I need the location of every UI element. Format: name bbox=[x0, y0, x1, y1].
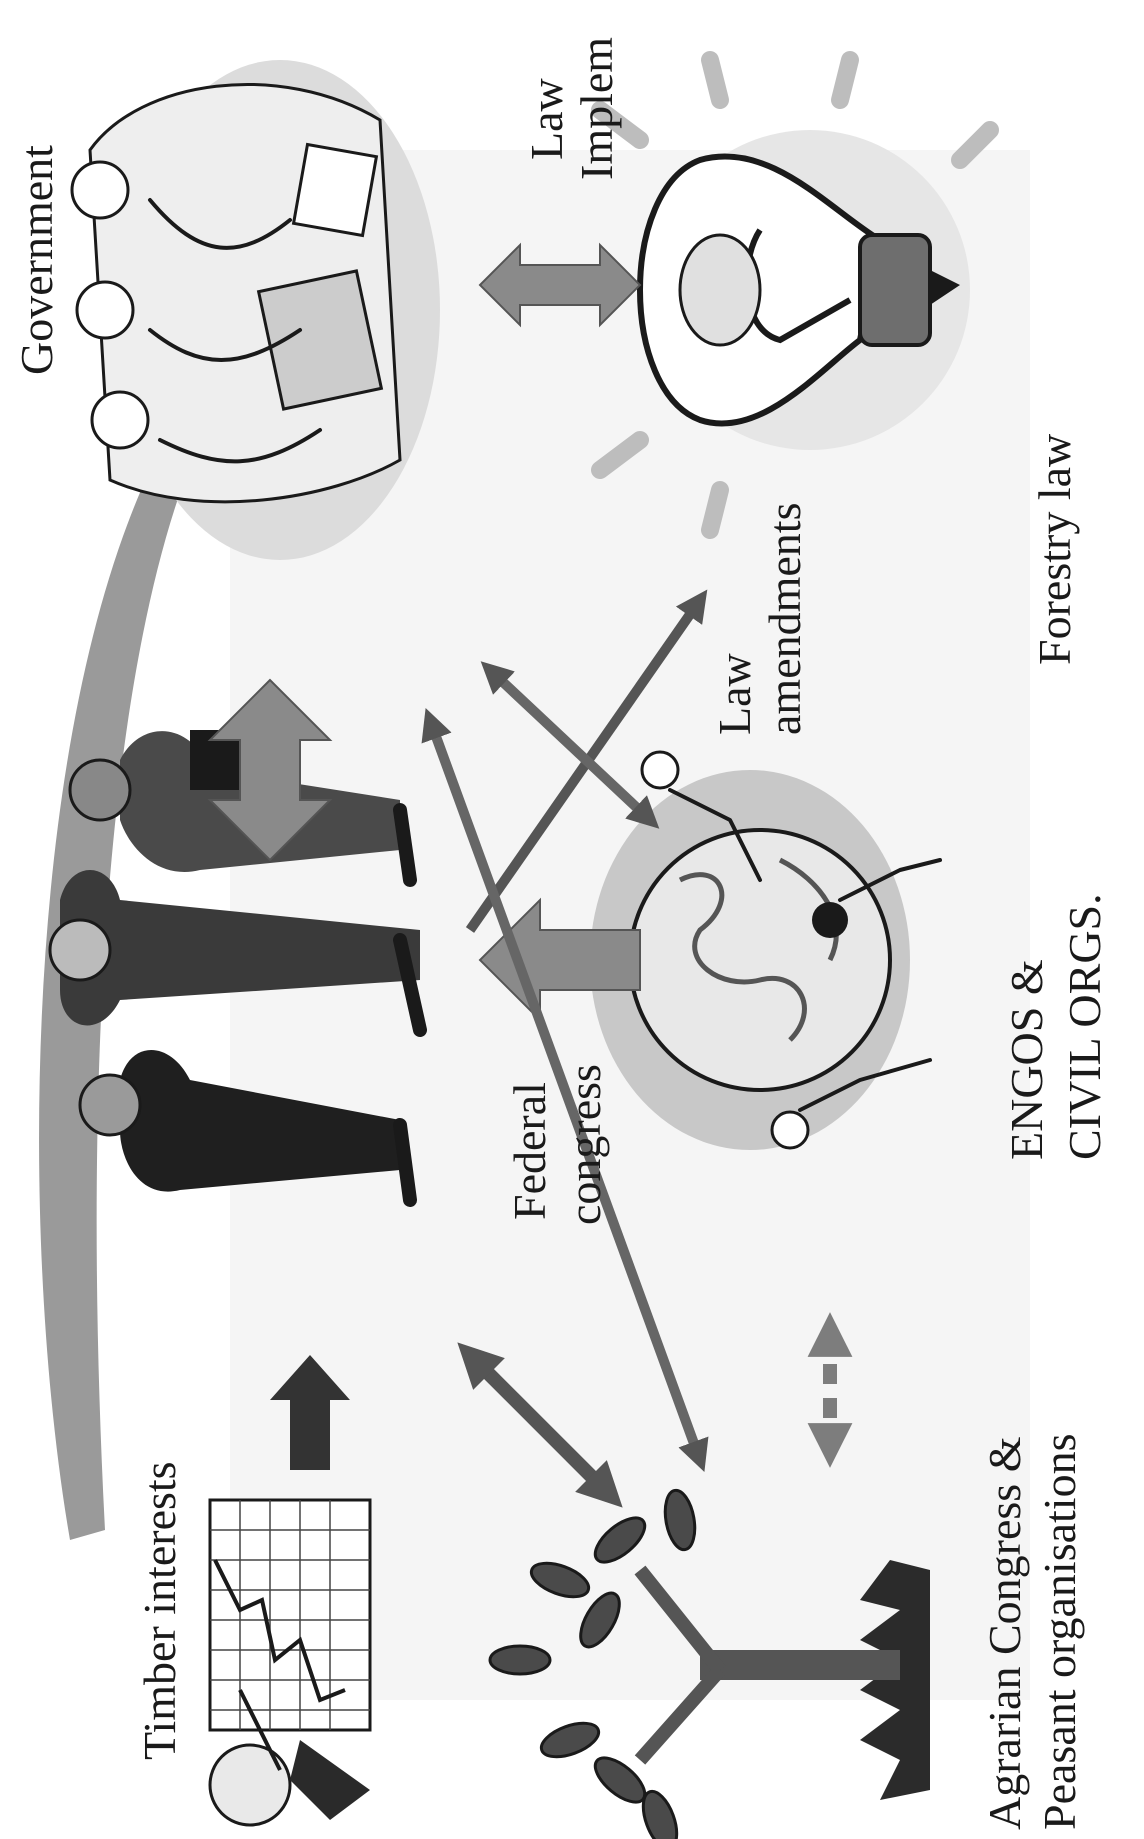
label-forestry-law: Forestry law bbox=[1029, 433, 1080, 665]
label-agrarian-line1: Agrarian Congress & bbox=[979, 1437, 1030, 1830]
label-government: Government bbox=[11, 145, 62, 375]
officials-at-meeting-table-icon bbox=[72, 60, 440, 560]
label-law-implem-line2: Implem bbox=[571, 37, 622, 180]
label-law-implem-line1: Law bbox=[521, 77, 572, 160]
man-with-rising-chart-icon bbox=[210, 1500, 370, 1825]
label-law-amendments-line2: amendments bbox=[759, 503, 810, 736]
label-engos-line1: ENGOS & bbox=[1001, 959, 1052, 1160]
label-federal-congress-line1: Federal bbox=[504, 1082, 555, 1220]
label-federal-congress-line2: congress bbox=[559, 1064, 610, 1225]
label-law-amendments-line1: Law bbox=[709, 652, 760, 735]
label-agrarian-line2: Peasant organisations bbox=[1034, 1434, 1085, 1830]
label-engos-line2: CIVIL ORGS. bbox=[1059, 893, 1110, 1160]
label-timber-interests: Timber interests bbox=[134, 1461, 185, 1760]
